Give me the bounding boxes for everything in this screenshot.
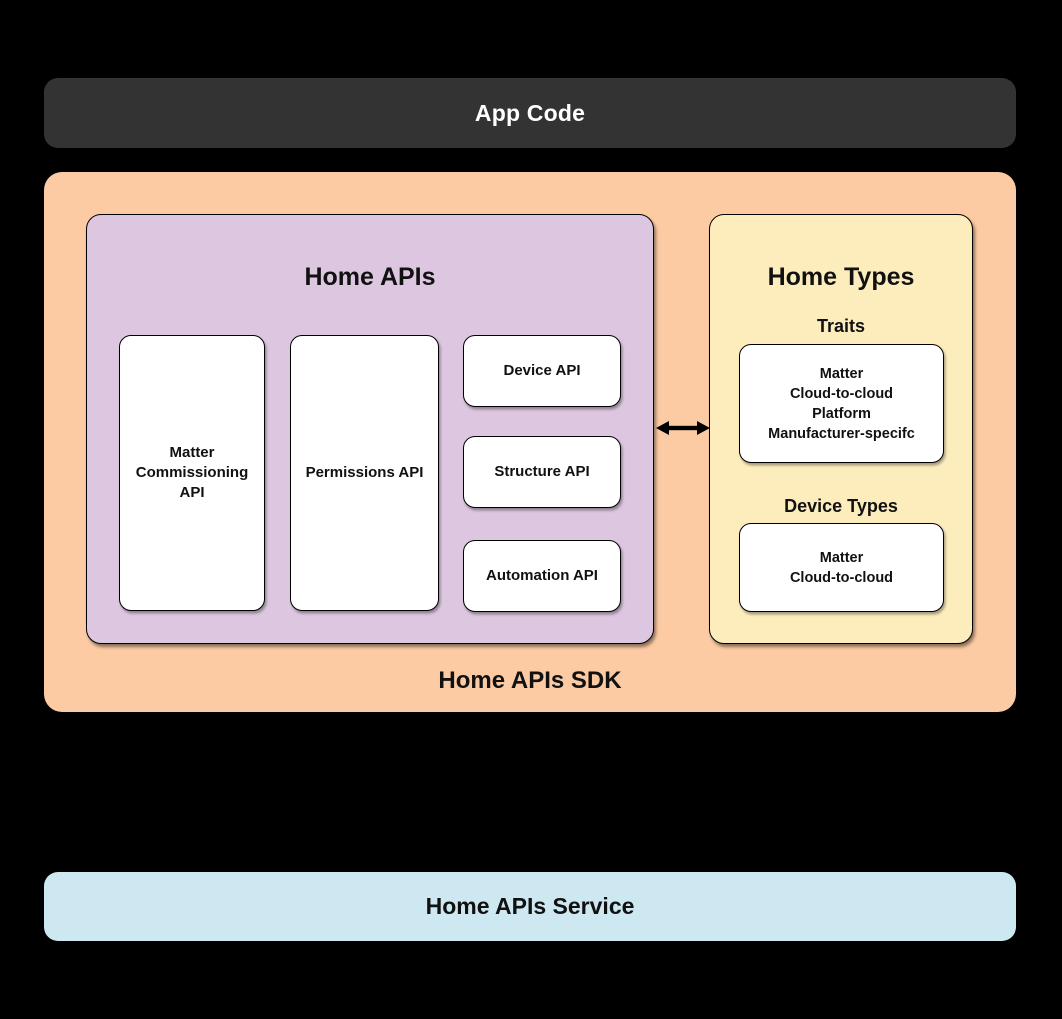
app-code-bar: App Code [44, 78, 1016, 148]
device-types-heading: Device Types [784, 496, 898, 516]
device-types-card: Matter Cloud-to-cloud [739, 523, 944, 612]
home-types-title: Home Types [767, 263, 915, 291]
device-api-card: Device API [463, 335, 621, 407]
traits-card: Matter Cloud-to-cloud Platform Manufactu… [739, 344, 944, 463]
permissions-api-card: Permissions API [290, 335, 439, 611]
home-apis-service-bar: Home APIs Service [44, 872, 1016, 941]
home-apis-box: Home APIs Matter Commissioning API Permi… [86, 214, 654, 644]
home-apis-sdk-container: Home APIs Matter Commissioning API Permi… [44, 172, 1016, 712]
automation-api-card: Automation API [463, 540, 621, 612]
home-types-box: Home Types Traits Matter Cloud-to-cloud … [709, 214, 973, 644]
structure-api-card: Structure API [463, 436, 621, 508]
bidirectional-arrow-icon [655, 418, 711, 438]
home-apis-sdk-label: Home APIs SDK [438, 667, 622, 694]
home-apis-title: Home APIs [304, 263, 436, 291]
matter-commissioning-api-card: Matter Commissioning API [119, 335, 265, 611]
app-code-label: App Code [474, 99, 586, 126]
home-apis-service-label: Home APIs Service [425, 893, 635, 919]
traits-heading: Traits [816, 316, 866, 336]
